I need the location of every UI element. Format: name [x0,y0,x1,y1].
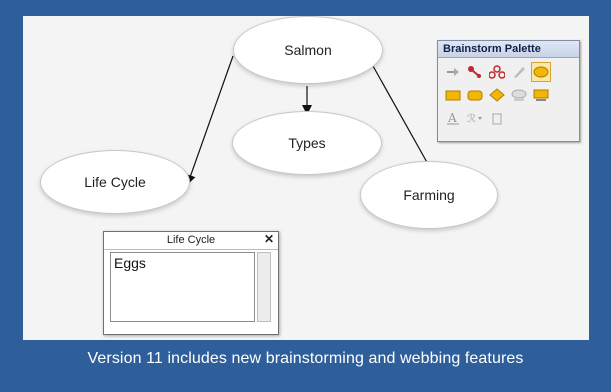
notes-window: Life Cycle ✕ Eggs [103,231,279,335]
notes-textarea[interactable]: Eggs [110,252,255,322]
node-salmon-label: Salmon [284,42,332,58]
link-salmon-farming[interactable] [372,65,434,175]
node-salmon[interactable]: Salmon [233,16,383,84]
link-style-icon[interactable] [465,62,485,82]
link-icon[interactable] [443,62,463,82]
rounded-rectangle-shape-icon[interactable] [465,85,485,105]
notes-window-title[interactable]: Life Cycle [104,232,278,250]
link-layer [185,55,434,185]
diamond-shape-icon[interactable] [487,85,507,105]
cloud-shape-icon[interactable] [509,85,529,105]
node-types-label: Types [288,135,326,151]
brainstorm-canvas[interactable]: Salmon Types Life Cycle Farming Brainsto… [23,16,589,340]
pen-icon[interactable] [509,62,529,82]
caption: Version 11 includes new brainstorming an… [87,350,524,367]
ellipse-shape-icon[interactable] [531,62,551,82]
node-farming[interactable]: Farming [360,161,498,229]
notes-scrollbar[interactable] [257,252,271,322]
brainstorm-palette: Brainstorm Palette [437,40,580,142]
trash-icon[interactable] [487,108,507,128]
text-tool-icon[interactable]: A [443,108,463,128]
svg-text:ℛ: ℛ [467,112,476,125]
link-salmon-life-cycle[interactable] [185,55,234,185]
note-shape-icon[interactable] [531,85,551,105]
palette-title[interactable]: Brainstorm Palette [438,41,579,58]
rectangle-shape-icon[interactable] [443,85,463,105]
node-farming-label: Farming [403,187,455,203]
close-icon[interactable]: ✕ [263,232,275,246]
text-style-icon[interactable]: ℛ [465,108,485,128]
grouping-icon[interactable] [487,62,507,82]
svg-text:A: A [447,111,457,125]
node-life-cycle-label: Life Cycle [84,174,146,190]
node-life-cycle[interactable]: Life Cycle [40,150,190,214]
node-types[interactable]: Types [232,111,382,175]
